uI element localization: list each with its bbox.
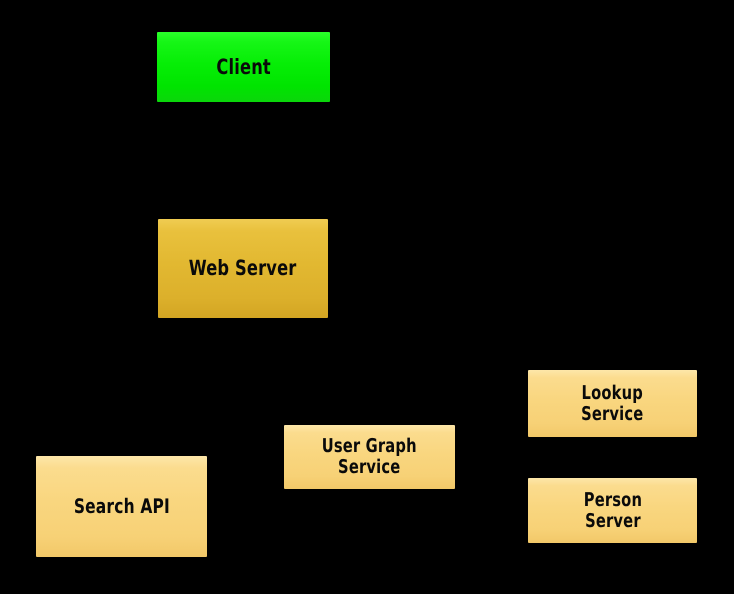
node-label-client: Client bbox=[216, 54, 271, 79]
diagram-node-lookup-service[interactable]: Lookup Service bbox=[528, 370, 697, 437]
diagram-node-web-server[interactable]: Web Server bbox=[158, 219, 328, 318]
node-label-search-api: Search API bbox=[73, 493, 170, 518]
node-label-web-server: Web Server bbox=[189, 256, 297, 281]
diagram-node-person-server[interactable]: Person Server bbox=[528, 478, 697, 543]
diagram-node-user-graph-service[interactable]: User Graph Service bbox=[284, 425, 455, 489]
node-label-user-graph-service: User Graph Service bbox=[322, 435, 417, 478]
diagram-node-search-api[interactable]: Search API bbox=[36, 456, 207, 557]
diagram-node-client[interactable]: Client bbox=[157, 32, 330, 102]
node-label-lookup-service: Lookup Service bbox=[581, 381, 644, 425]
node-label-person-server: Person Server bbox=[583, 488, 642, 532]
